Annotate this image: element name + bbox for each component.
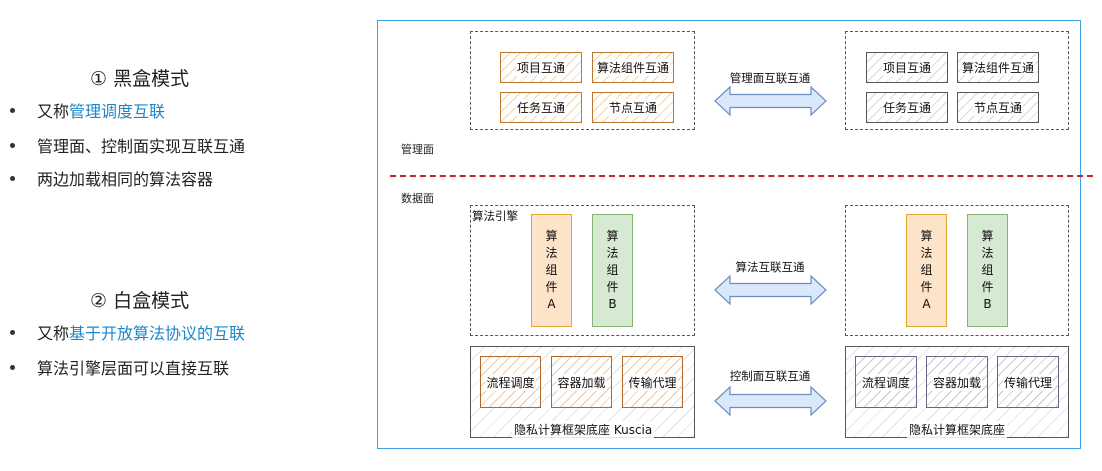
tile-label: 节点互通 bbox=[972, 99, 1023, 116]
white-box-bullet-2: 算法引擎层面可以直接互联 bbox=[10, 355, 229, 379]
right-component-a: 算 法 组 件 A bbox=[906, 214, 947, 327]
right-tile-algo-component: 算法组件互通 bbox=[957, 52, 1039, 83]
bullet-prefix: 又称 bbox=[37, 102, 70, 121]
tile-label: 项目互通 bbox=[881, 59, 932, 76]
algorithm-double-arrow-icon bbox=[714, 275, 827, 305]
bullet-highlight: 基于开放算法协议的互联 bbox=[69, 324, 246, 343]
component-char: 组 bbox=[606, 263, 619, 277]
left-tile-flow-scheduling: 流程调度 bbox=[480, 356, 541, 408]
component-char: 组 bbox=[545, 263, 558, 277]
left-tile-task: 任务互通 bbox=[500, 92, 582, 123]
tile-label: 传输代理 bbox=[1002, 373, 1053, 391]
tile-label: 流程调度 bbox=[860, 373, 911, 391]
component-char: 件 bbox=[920, 280, 933, 294]
plane-divider bbox=[390, 175, 1093, 177]
component-char: 法 bbox=[545, 246, 558, 260]
component-char: 组 bbox=[981, 263, 994, 277]
bullet-dot-icon bbox=[10, 329, 15, 335]
tile-label: 节点互通 bbox=[607, 99, 658, 116]
tile-label: 算法组件互通 bbox=[595, 59, 670, 76]
left-tile-transport-proxy: 传输代理 bbox=[622, 356, 683, 408]
black-box-bullet-3: 两边加载相同的算法容器 bbox=[10, 166, 213, 190]
component-char: 算 bbox=[920, 229, 933, 243]
tile-label: 任务互通 bbox=[515, 99, 566, 116]
component-char: 法 bbox=[981, 246, 994, 260]
bullet-text: 两边加载相同的算法容器 bbox=[37, 170, 214, 189]
right-tile-flow-scheduling: 流程调度 bbox=[855, 356, 917, 408]
bullet-dot-icon bbox=[10, 175, 15, 181]
right-tile-project: 项目互通 bbox=[866, 52, 948, 83]
black-box-bullet-2: 管理面、控制面实现互联互通 bbox=[10, 133, 245, 157]
tile-label: 流程调度 bbox=[485, 373, 536, 391]
control-arrow-label: 控制面互联互通 bbox=[729, 369, 811, 383]
tile-label: 项目互通 bbox=[515, 59, 566, 76]
right-engine-group bbox=[845, 205, 1069, 336]
right-component-b: 算 法 组 件 B bbox=[967, 214, 1008, 327]
left-tile-project: 项目互通 bbox=[500, 52, 582, 83]
left-base-label: 隐私计算框架底座 Kuscia bbox=[512, 421, 655, 438]
tile-label: 容器加载 bbox=[556, 373, 607, 391]
bullet-prefix: 又称 bbox=[37, 324, 70, 343]
component-char: 组 bbox=[920, 263, 933, 277]
management-arrow-label: 管理面互联互通 bbox=[729, 71, 811, 85]
management-double-arrow-icon bbox=[714, 86, 827, 116]
component-char: B bbox=[608, 297, 617, 311]
black-box-mode-title: ① 黑盒模式 bbox=[90, 68, 190, 90]
data-plane-label: 数据面 bbox=[401, 192, 434, 205]
component-char: B bbox=[983, 297, 992, 311]
bullet-highlight: 管理调度互联 bbox=[69, 102, 166, 121]
component-char: 件 bbox=[981, 280, 994, 294]
left-tile-node: 节点互通 bbox=[592, 92, 674, 123]
tile-label: 任务互通 bbox=[881, 99, 932, 116]
component-char: 件 bbox=[606, 280, 619, 294]
algorithm-arrow-label: 算法互联互通 bbox=[735, 260, 805, 274]
white-box-bullet-1: 又称基于开放算法协议的互联 bbox=[10, 320, 245, 344]
management-plane-label: 管理面 bbox=[401, 143, 434, 156]
right-tile-container-loading: 容器加载 bbox=[926, 356, 988, 408]
right-management-group bbox=[845, 31, 1069, 130]
bullet-dot-icon bbox=[10, 107, 15, 113]
left-component-b: 算 法 组 件 B bbox=[592, 214, 633, 327]
black-box-bullet-1: 又称管理调度互联 bbox=[10, 98, 165, 122]
algorithm-engine-label: 算法引擎 bbox=[472, 209, 518, 223]
tile-label: 算法组件互通 bbox=[960, 59, 1035, 76]
component-char: 算 bbox=[981, 229, 994, 243]
right-tile-task: 任务互通 bbox=[866, 92, 948, 123]
component-char: A bbox=[922, 297, 931, 311]
left-component-a: 算 法 组 件 A bbox=[531, 214, 572, 327]
bullet-text: 管理面、控制面实现互联互通 bbox=[37, 137, 246, 156]
right-tile-node: 节点互通 bbox=[957, 92, 1039, 123]
left-tile-algo-component: 算法组件互通 bbox=[592, 52, 674, 83]
component-char: 法 bbox=[606, 246, 619, 260]
left-engine-group bbox=[470, 205, 695, 336]
left-management-group bbox=[470, 31, 695, 130]
bullet-text: 算法引擎层面可以直接互联 bbox=[37, 359, 230, 378]
right-base-label: 隐私计算框架底座 bbox=[907, 421, 1008, 438]
component-char: 件 bbox=[545, 280, 558, 294]
component-char: 算 bbox=[606, 229, 619, 243]
component-char: 算 bbox=[545, 229, 558, 243]
left-tile-container-loading: 容器加载 bbox=[551, 356, 612, 408]
component-char: 法 bbox=[920, 246, 933, 260]
bullet-dot-icon bbox=[10, 142, 15, 148]
component-char: A bbox=[547, 297, 556, 311]
white-box-mode-title: ② 白盒模式 bbox=[90, 290, 190, 312]
tile-label: 传输代理 bbox=[627, 373, 678, 391]
bullet-dot-icon bbox=[10, 364, 15, 370]
diagram-frame bbox=[377, 20, 1081, 449]
control-double-arrow-icon bbox=[714, 386, 827, 416]
right-tile-transport-proxy: 传输代理 bbox=[997, 356, 1059, 408]
tile-label: 容器加载 bbox=[931, 373, 982, 391]
